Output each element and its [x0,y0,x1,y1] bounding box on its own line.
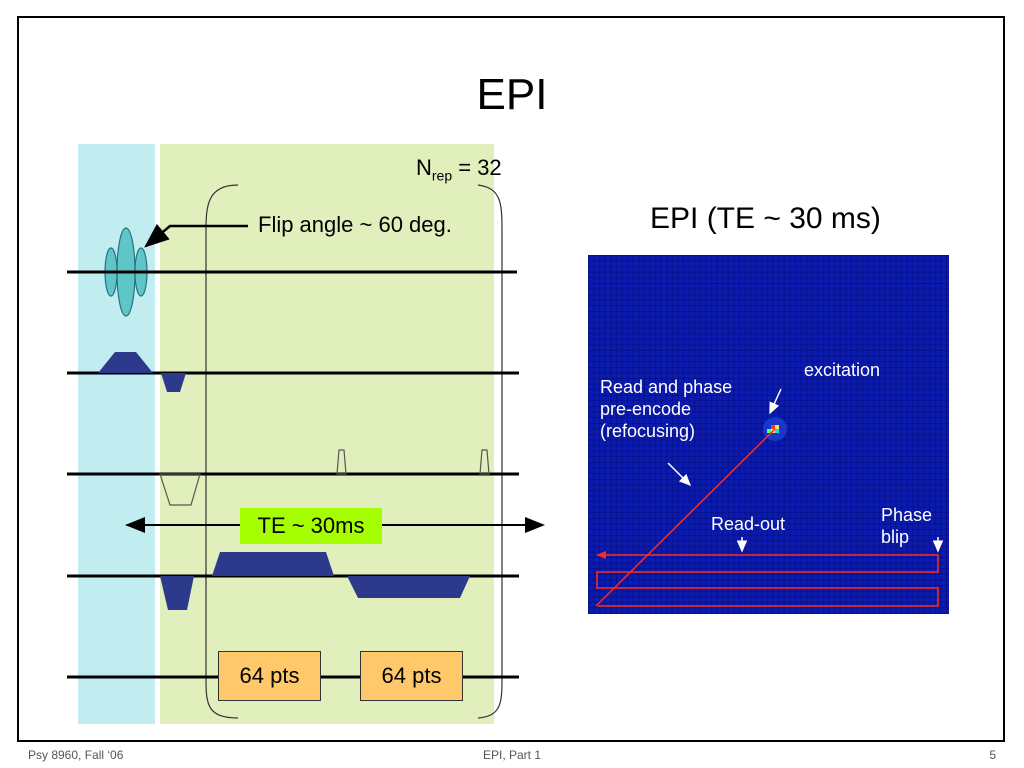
repeat-region [160,144,494,724]
footer-lecture: EPI, Part 1 [482,748,542,762]
kspace-trajectory [595,388,944,607]
phase-blip-line-2: blip [881,527,910,547]
preencode-line-2: pre-encode [600,399,692,419]
nrep-subscript: rep [431,167,453,184]
repeat-bracket-left [205,184,239,719]
readout-arrowhead [596,551,606,559]
readout-raster [596,554,939,607]
preencode-path [595,428,776,607]
repeat-bracket-right [477,184,503,719]
preencode-line-3: (refocusing) [600,421,696,441]
kspace-image: excitation Read and phase pre-encode (re… [588,255,949,614]
footer-page-number: 5 [989,748,996,762]
phase-blip-1 [336,449,347,475]
adc-block-2: 64 pts [360,651,463,701]
adc-block-1: 64 pts [218,651,321,701]
excitation-label: excitation [804,360,881,380]
phase-blip-line-1: Phase [881,505,933,525]
phase-blip-2 [479,449,490,475]
preencode-label: Read and phase pre-encode (refocusing) [600,376,732,442]
footer-course: Psy 8960, Fall ‘06 [28,748,124,762]
flip-angle-label: Flip angle ~ 60 deg. [258,212,452,237]
image-title: EPI (TE ~ 30 ms) [650,202,881,235]
readout-label: Read-out [711,514,786,534]
te-label: TE ~ 30ms [240,508,382,544]
readout-lobe-positive [212,552,334,576]
flip-angle-pointer [144,223,248,248]
read-prephase-lobe [160,576,194,610]
excitation-region [78,144,155,724]
readout-lobe-negative [347,576,470,598]
preencode-line-1: Read and phase [600,377,733,397]
phase-blip-label: Phase blip [881,504,932,548]
slice-refocus-lobe [161,373,186,392]
nrep-value: = 32 [452,155,502,180]
repetition-count-label: Nrep = 32 [416,155,502,183]
phase-preencode-lobe [159,473,201,506]
nrep-base: N [416,155,432,180]
slice-select-lobe [98,352,153,373]
slide-title: EPI [476,70,548,119]
